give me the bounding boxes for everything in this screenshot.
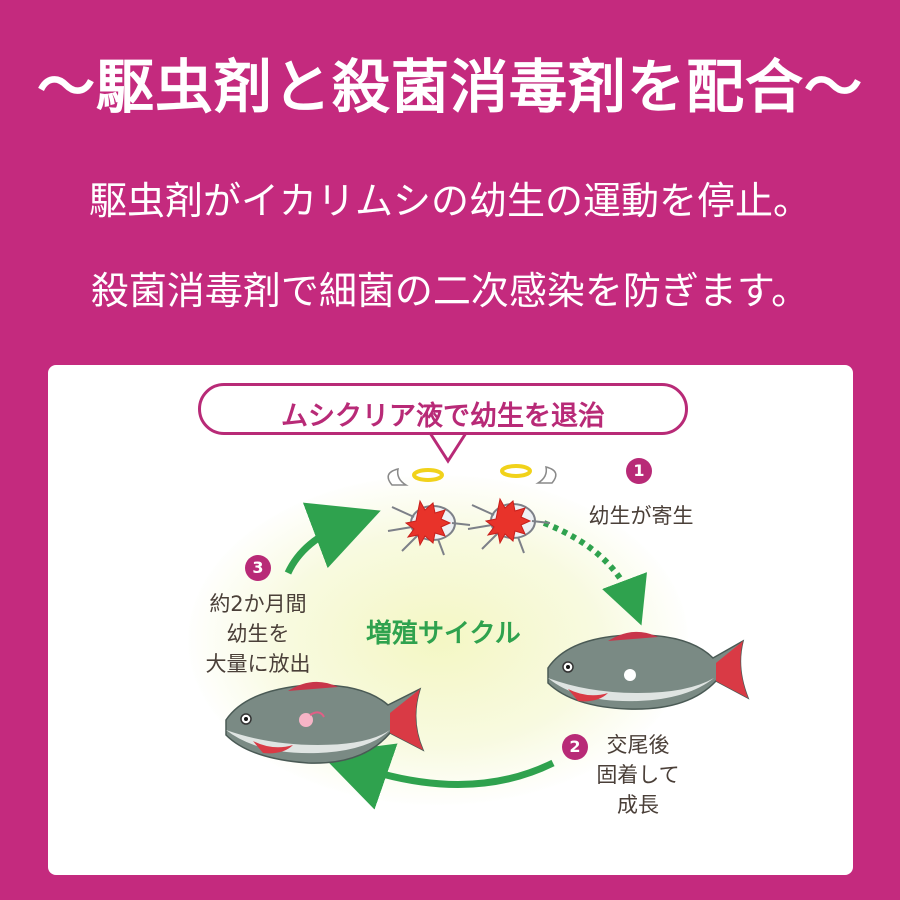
- dead-larva-left: [387, 467, 471, 556]
- step-2-line-3: 成長: [617, 793, 659, 817]
- cycle-diagram-panel: ムシクリア液で幼生を退治 増殖サイクル 1 幼生が寄生 2 交尾後 固着して 成…: [48, 365, 853, 875]
- step-2-line-2: 固着して: [596, 763, 680, 787]
- bubble-pointer: [428, 432, 468, 464]
- step-2-label: 交尾後 固着して 成長: [588, 730, 688, 820]
- page-title: ～駆虫剤と殺菌消毒剤を配合～: [36, 53, 863, 121]
- callout-bubble: ムシクリア液で幼生を退治: [198, 383, 688, 435]
- step-3-label: 約2か月間 幼生を 大量に放出: [193, 589, 323, 679]
- step-3-number: 3: [245, 555, 271, 581]
- fish-left: [225, 681, 425, 764]
- step-1-line-1: 幼生が寄生: [588, 504, 694, 528]
- step-2-number: 2: [562, 734, 588, 760]
- cycle-label: 増殖サイクル: [366, 619, 521, 649]
- arrow-2-to-3: [319, 743, 555, 810]
- fish-right: [547, 631, 750, 710]
- step-3-line-2: 幼生を: [226, 622, 290, 646]
- subtitle-line-1: 駆虫剤がイカリムシの幼生の運動を停止。: [88, 179, 811, 223]
- step-2-line-1: 交尾後: [606, 733, 670, 757]
- arrow-3-to-larvae: [284, 502, 381, 575]
- callout-text: ムシクリア液で幼生を退治: [281, 401, 605, 432]
- step-3-line-3: 大量に放出: [205, 652, 311, 676]
- dead-larva-right: [467, 464, 557, 554]
- step-1-number: 1: [626, 458, 652, 484]
- step-3-line-1: 約2か月間: [209, 592, 307, 616]
- arrow-1-to-2: [542, 520, 647, 626]
- subtitle-line-2: 殺菌消毒剤で細菌の二次感染を防ぎます。: [90, 269, 810, 313]
- step-1-label: 幼生が寄生: [576, 501, 706, 531]
